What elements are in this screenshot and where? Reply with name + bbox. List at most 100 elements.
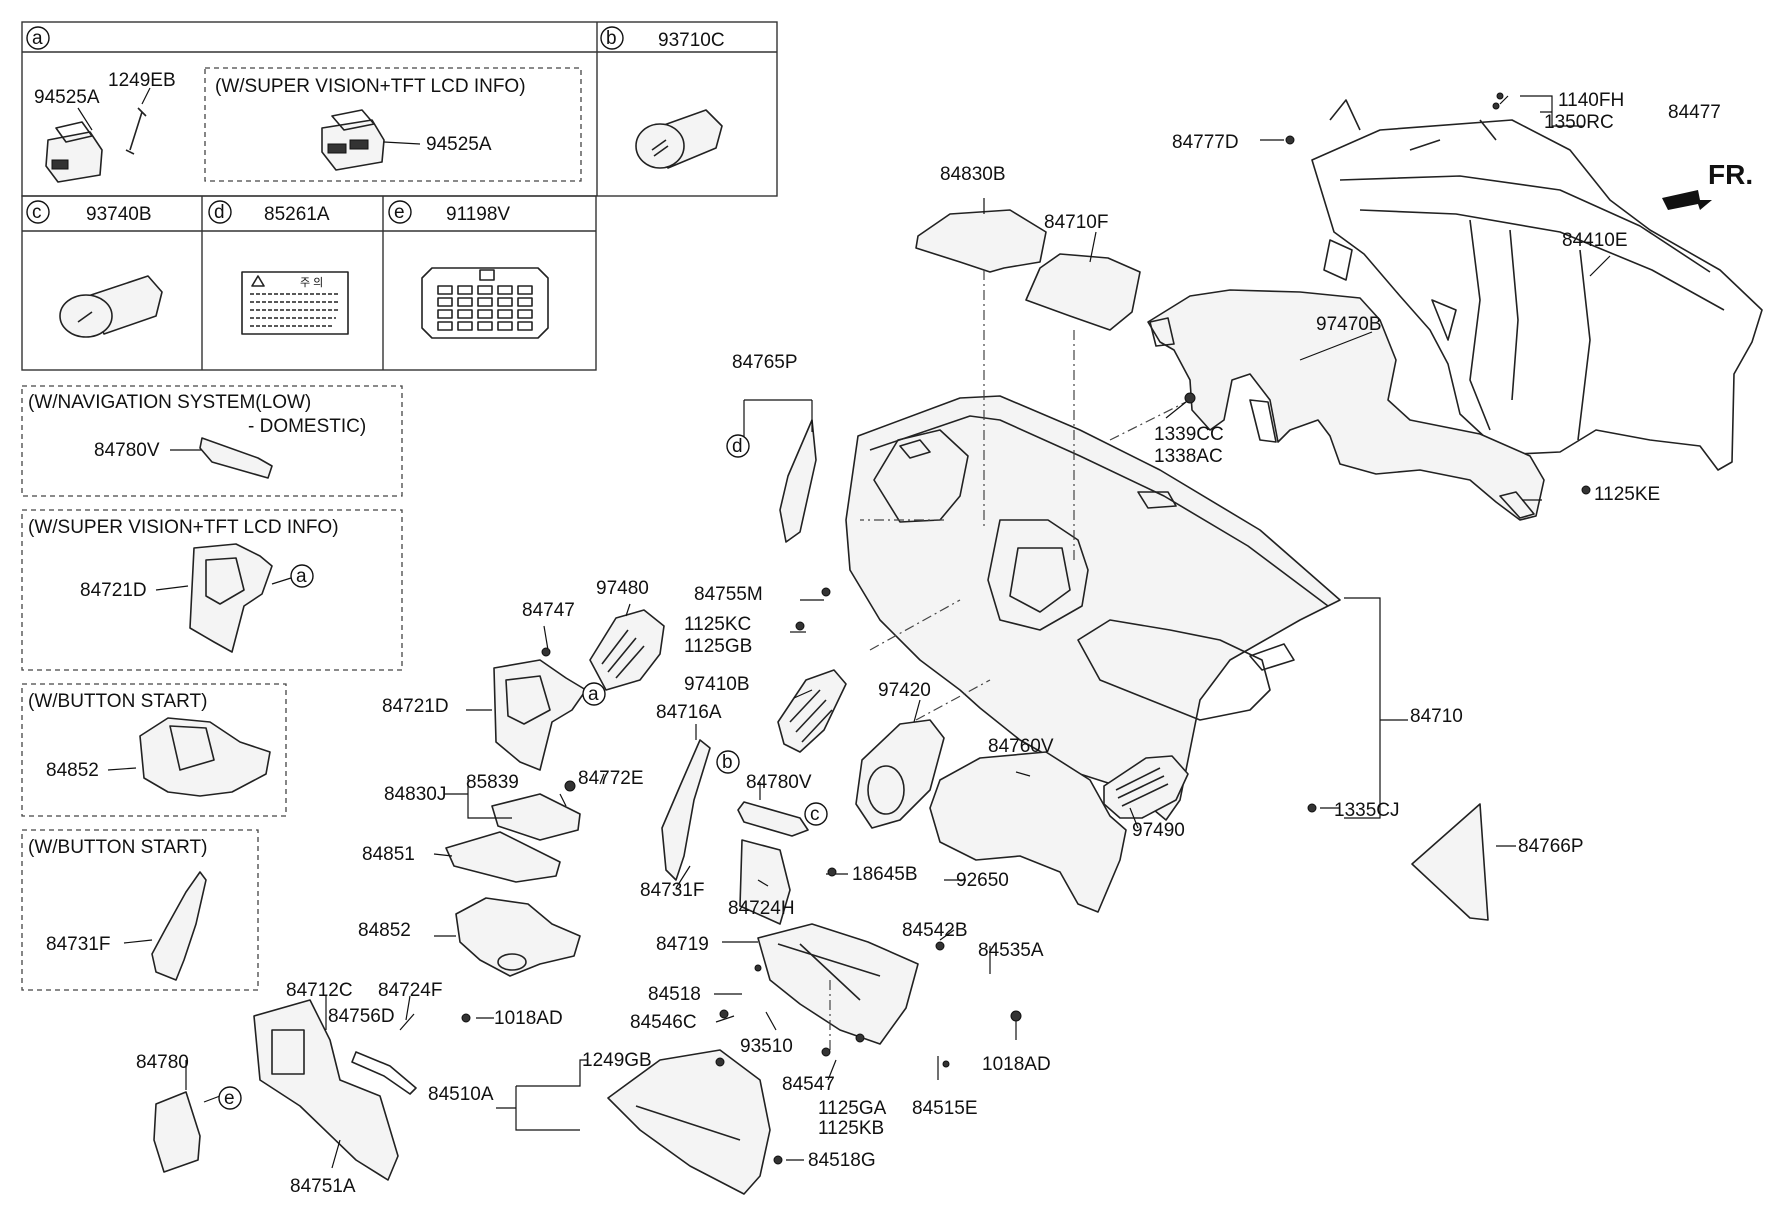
steering-shroud-upper-icon bbox=[491, 793, 581, 841]
ref-circle-a bbox=[582, 682, 606, 706]
part-label-97470b: 97470B bbox=[1316, 314, 1382, 335]
part-label-84780v: 84780V bbox=[746, 772, 812, 793]
fuse-slot bbox=[457, 297, 473, 307]
part-label-1018ad_right: 1018AD bbox=[982, 1054, 1051, 1075]
part-label-84780: 84780 bbox=[136, 1052, 189, 1073]
upper-pad-icon bbox=[915, 209, 1047, 273]
air-duct-icon bbox=[1147, 289, 1545, 521]
part-label-84510a: 84510A bbox=[428, 1084, 494, 1105]
variant-bs1-part: 84852 bbox=[46, 760, 99, 781]
side-cover-left-icon bbox=[779, 419, 817, 543]
legend-b-letter: b bbox=[606, 28, 617, 49]
nav-bezel-icon bbox=[199, 437, 273, 479]
cluster-hood-icon bbox=[1025, 253, 1141, 331]
part-label-84830b: 84830B bbox=[940, 164, 1006, 185]
legend-c-letter: c bbox=[32, 202, 42, 223]
air-vent-icon bbox=[1103, 755, 1189, 819]
front-direction-marker: FR. bbox=[1662, 159, 1753, 210]
glove-box-icon bbox=[607, 1049, 771, 1195]
part-label-97410b: 97410B bbox=[684, 674, 750, 695]
fuse-slot bbox=[497, 309, 513, 319]
fuse-slot bbox=[517, 309, 533, 319]
part-label-1249gb: 1249GB bbox=[582, 1050, 652, 1071]
switch-icon bbox=[45, 87, 151, 183]
center-bezel-icon bbox=[737, 801, 809, 837]
legend-a-option: (W/SUPER VISION+TFT LCD INFO) bbox=[215, 76, 526, 97]
legend-a-1249eb: 1249EB bbox=[108, 70, 176, 91]
part-label-97490: 97490 bbox=[1132, 820, 1185, 841]
part-label-84777d: 84777D bbox=[1172, 132, 1239, 153]
leader-lines bbox=[185, 95, 1611, 1169]
legend-b-part: 93710C bbox=[658, 30, 725, 51]
part-label-1125ke: 1125KE bbox=[1594, 484, 1660, 505]
part-label-84751a: 84751A bbox=[290, 1176, 356, 1197]
ref-circle-a bbox=[26, 26, 50, 50]
part-label-84477: 84477 bbox=[1668, 102, 1721, 123]
part-label-84760v: 84760V bbox=[988, 736, 1054, 757]
variant-sv-ref: a bbox=[296, 566, 307, 587]
fuse-slot bbox=[437, 297, 453, 307]
ref-d: d bbox=[732, 436, 743, 457]
part-label-1338ac: 1338AC bbox=[1154, 446, 1223, 467]
ref-circle-d bbox=[208, 200, 232, 224]
steering-shroud-middle-icon bbox=[445, 831, 561, 883]
part-label-97420: 97420 bbox=[878, 680, 931, 701]
side-cover-right-icon bbox=[1411, 803, 1489, 921]
legend-c-part: 93740B bbox=[86, 204, 152, 225]
part-label-84755m: 84755M bbox=[694, 584, 763, 605]
part-label-93510: 93510 bbox=[740, 1036, 793, 1057]
steering-column-shroud-icon bbox=[139, 717, 271, 797]
side-panel-icon bbox=[661, 739, 711, 881]
part-label-84852: 84852 bbox=[358, 920, 411, 941]
lower-pad-icon bbox=[929, 751, 1127, 913]
variant-button-start-box-2: (W/BUTTON START) 84731F bbox=[21, 829, 259, 991]
ref-circle-b bbox=[716, 750, 740, 774]
part-label-84756d: 84756D bbox=[328, 1006, 395, 1027]
part-label-84747: 84747 bbox=[522, 600, 575, 621]
part-label-84724h: 84724H bbox=[728, 898, 795, 919]
legend-a-letter: a bbox=[32, 28, 43, 49]
part-label-84535a: 84535A bbox=[978, 940, 1044, 961]
part-label-92650: 92650 bbox=[956, 870, 1009, 891]
legend-e-letter: e bbox=[394, 202, 405, 223]
ref-circles: d a b c e bbox=[218, 434, 828, 1110]
air-vent-icon bbox=[589, 609, 665, 691]
legend-d-letter: d bbox=[214, 202, 225, 223]
part-label-84515e: 84515E bbox=[912, 1098, 978, 1119]
variant-bs1-title: (W/BUTTON START) bbox=[28, 691, 207, 712]
variant-nav-title-1: (W/NAVIGATION SYSTEM(LOW) bbox=[28, 392, 311, 413]
ref-c: c bbox=[810, 804, 820, 825]
fuse-slot bbox=[497, 297, 513, 307]
part-label-84851: 84851 bbox=[362, 844, 415, 865]
part-label-1018ad_left: 1018AD bbox=[494, 1008, 563, 1029]
legend-a-94525a-right: 94525A bbox=[426, 134, 492, 155]
variant-nav-part: 84780V bbox=[94, 440, 160, 461]
fuse-slot bbox=[437, 285, 453, 295]
part-label-84731f: 84731F bbox=[640, 880, 704, 901]
cowl-crossmember-icon bbox=[1311, 99, 1763, 471]
part-label-84721d: 84721D bbox=[382, 696, 449, 717]
fuse-slot bbox=[517, 297, 533, 307]
fuse-slot bbox=[517, 285, 533, 295]
part-label-84547: 84547 bbox=[782, 1074, 835, 1095]
side-cover-icon bbox=[151, 871, 207, 981]
part-label-84710: 84710 bbox=[1410, 706, 1463, 727]
crash-pad-main-icon bbox=[845, 395, 1341, 821]
cluster-fascia-icon bbox=[493, 659, 587, 771]
part-label-84712c: 84712C bbox=[286, 980, 353, 1001]
part-label-1125kb: 1125KB bbox=[818, 1118, 884, 1139]
variant-nav-title-2: - DOMESTIC) bbox=[248, 416, 366, 437]
part-label-84710f: 84710F bbox=[1044, 212, 1108, 233]
part-label-84518g: 84518G bbox=[808, 1150, 876, 1171]
part-label-84542b: 84542B bbox=[902, 920, 968, 941]
glove-box-housing-icon bbox=[757, 923, 919, 1045]
button-switch-icon bbox=[59, 275, 163, 338]
fuse-slot bbox=[437, 309, 453, 319]
ref-circle-c bbox=[26, 200, 50, 224]
lower-panel-icon bbox=[253, 999, 399, 1181]
fuse-slot bbox=[497, 321, 513, 331]
variant-nav-box: (W/NAVIGATION SYSTEM(LOW) - DOMESTIC) 84… bbox=[21, 385, 403, 497]
legend-a-94525a-left: 94525A bbox=[34, 87, 100, 108]
part-label-1350rc: 1350RC bbox=[1544, 112, 1614, 133]
